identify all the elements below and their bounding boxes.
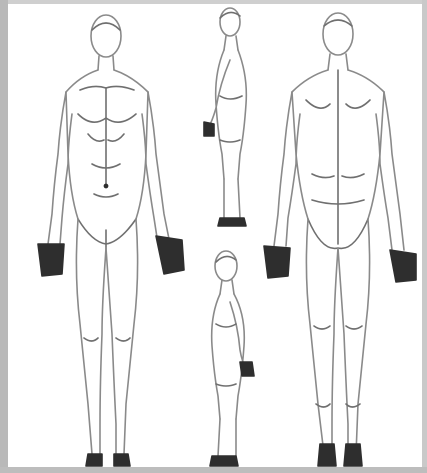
frame-bottom-border [0, 467, 427, 473]
side-lower-leg [218, 419, 236, 456]
front-head [91, 15, 121, 57]
side-upper-torso [216, 50, 224, 179]
front-right-arm [48, 92, 66, 244]
side-upper-hand [204, 122, 214, 136]
back-right-leg [338, 248, 348, 454]
front-shoulders [66, 70, 148, 92]
frame-right-border [422, 0, 427, 473]
back-right-hand [390, 250, 416, 282]
back-left-arm [274, 92, 292, 246]
back-left-leg [306, 219, 324, 454]
front-right-foot [86, 454, 102, 466]
side-upper-arm [208, 60, 230, 128]
side-lower-hand [240, 362, 254, 376]
side-lower-torso [212, 294, 220, 419]
body-chart-figures [8, 4, 422, 467]
front-right-hand [38, 244, 64, 276]
front-left-leg [106, 248, 116, 454]
front-torso [66, 92, 148, 219]
back-left-foot [318, 444, 336, 466]
back-left-hand [264, 246, 290, 278]
side-lower-head [215, 251, 237, 281]
front-right-leg [76, 219, 92, 454]
front-left-arm [148, 92, 170, 244]
back-view-figure [264, 13, 416, 466]
front-view-figure [38, 15, 184, 466]
frame-left-border [0, 0, 8, 473]
side-upper-foot [218, 218, 246, 226]
back-right-arm [384, 92, 404, 250]
side-upper-leg [224, 179, 240, 218]
side-view-figure-lower [210, 251, 254, 466]
front-left-hand [156, 236, 184, 274]
side-view-figure-upper [204, 8, 246, 226]
front-left-foot [114, 454, 130, 466]
back-right-foot [344, 444, 362, 466]
side-lower-foot [210, 456, 238, 466]
